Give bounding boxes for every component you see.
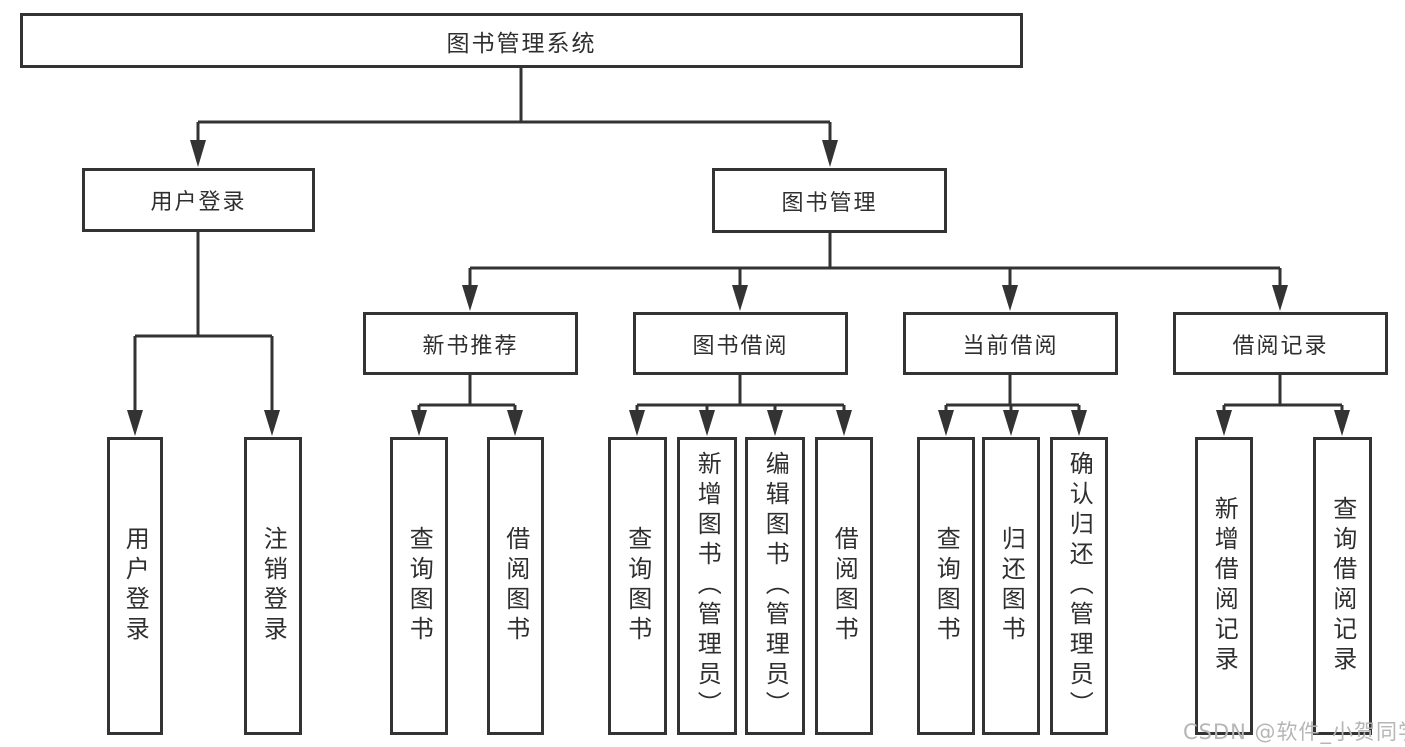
node-user-login: 用户登录 bbox=[82, 168, 315, 232]
node-current-borrowing: 当前借阅 bbox=[903, 312, 1118, 375]
node-library-management-system: 图书管理系统 bbox=[20, 13, 1023, 68]
leaf-logout-login: 注销登录 bbox=[244, 437, 302, 735]
leaf-query-books-borrowing-label: 查询图书 bbox=[623, 526, 652, 646]
leaf-add-books-admin: 新增图书（管理员） bbox=[677, 437, 737, 735]
leaf-user-login: 用户登录 bbox=[107, 437, 163, 735]
leaf-query-books-current-label: 查询图书 bbox=[932, 526, 961, 646]
node-new-book-recommendation: 新书推荐 bbox=[363, 312, 578, 375]
arrowheads bbox=[127, 140, 1350, 436]
node-book-borrowing: 图书借阅 bbox=[633, 312, 848, 375]
leaf-edit-books-admin: 编辑图书（管理员） bbox=[745, 437, 805, 735]
leaf-logout-login-label: 注销登录 bbox=[259, 526, 288, 646]
leaf-add-borrow-record: 新增借阅记录 bbox=[1195, 437, 1253, 735]
leaf-query-books-recommend: 查询图书 bbox=[390, 437, 448, 735]
node-borrowing-records: 借阅记录 bbox=[1173, 312, 1388, 375]
leaf-add-borrow-record-label: 新增借阅记录 bbox=[1210, 496, 1239, 676]
node-book-management: 图书管理 bbox=[712, 168, 947, 233]
leaf-borrow-books-recommend-label: 借阅图书 bbox=[501, 526, 530, 646]
leaf-return-books-label: 归还图书 bbox=[997, 526, 1026, 646]
leaf-user-login-label: 用户登录 bbox=[121, 526, 150, 646]
leaf-query-books-recommend-label: 查询图书 bbox=[405, 526, 434, 646]
leaf-query-books-borrowing: 查询图书 bbox=[608, 437, 667, 735]
leaf-edit-books-admin-label: 编辑图书（管理员） bbox=[761, 451, 790, 721]
leaf-borrow-books-borrowing: 借阅图书 bbox=[815, 437, 873, 735]
leaf-query-books-current: 查询图书 bbox=[917, 437, 975, 735]
leaf-query-borrow-record-label: 查询借阅记录 bbox=[1328, 496, 1357, 676]
leaf-query-borrow-record: 查询借阅记录 bbox=[1313, 437, 1372, 735]
watermark: CSDN @软件_小贺同学 bbox=[1183, 720, 1405, 744]
leaf-confirm-return-admin-label: 确认归还（管理员） bbox=[1065, 451, 1094, 721]
leaf-add-books-admin-label: 新增图书（管理员） bbox=[693, 451, 722, 721]
leaf-borrow-books-recommend: 借阅图书 bbox=[487, 437, 544, 735]
leaf-return-books: 归还图书 bbox=[982, 437, 1040, 735]
leaf-borrow-books-borrowing-label: 借阅图书 bbox=[830, 526, 859, 646]
leaf-confirm-return-admin: 确认归还（管理员） bbox=[1050, 437, 1108, 735]
